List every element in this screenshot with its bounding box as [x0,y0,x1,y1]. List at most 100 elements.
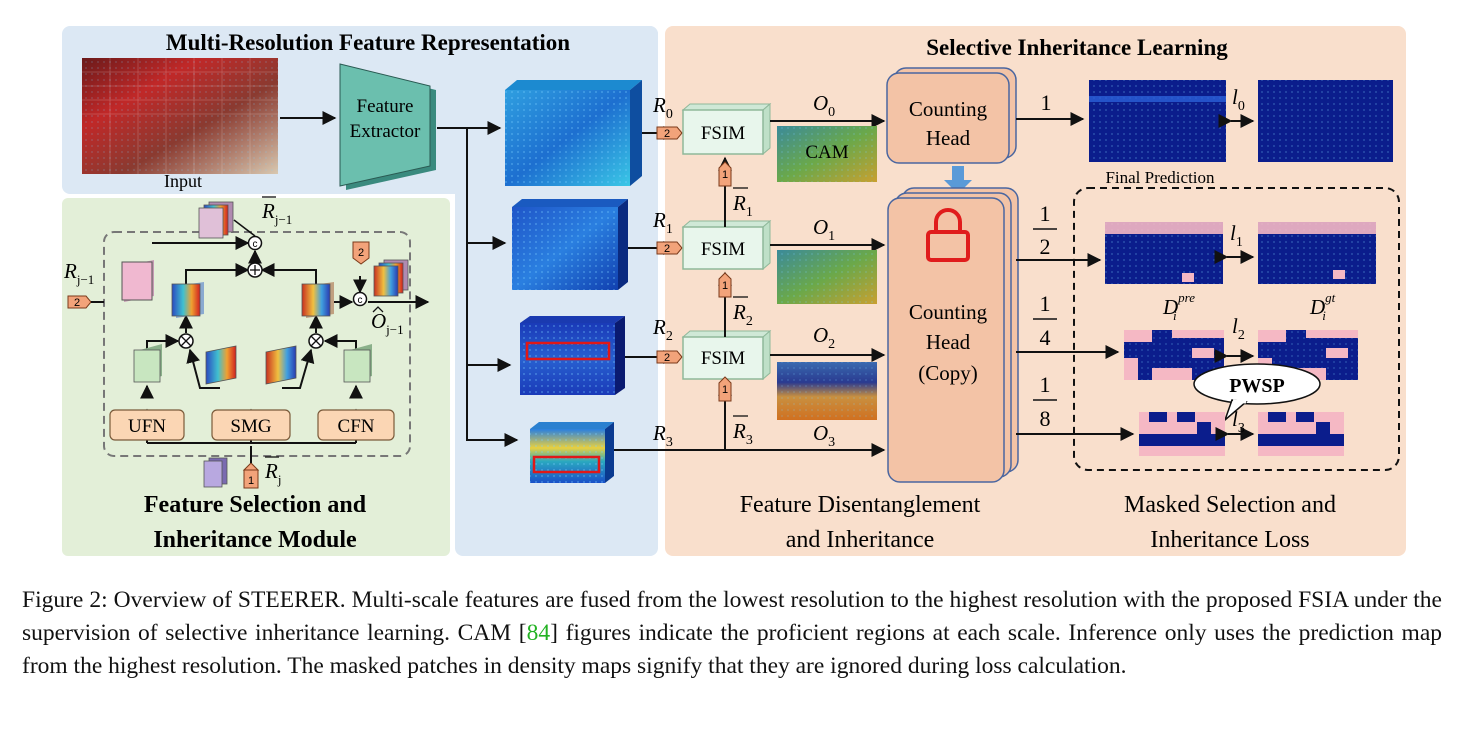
svg-text:8: 8 [1040,406,1051,431]
masked-loss-region [1073,187,1400,471]
svg-text:2: 2 [664,352,670,364]
counting-head-copy [887,187,1019,483]
r-j-label: Rj [264,456,281,487]
feature-extractor-label-line2: Extractor [350,121,421,142]
concat-node-right: c [352,291,368,307]
fsim-box-0: FSIM [681,102,772,156]
svg-text:SMG: SMG [230,416,271,437]
r2-label: R2 [652,315,673,344]
rj-tile [203,457,228,488]
rbar2-label: R2 [732,296,753,329]
badge-one-1: 1 [718,272,732,298]
o0-label: O0 [813,91,835,120]
feature-cube-r0 [505,80,642,186]
pwsp-bubble [1193,363,1321,423]
fsim-module-title-line1: Feature Selection and [144,492,367,518]
cam-image-0: CAM [777,126,877,182]
rj1-feature-tile [121,260,154,302]
feature-cube-r2 [520,316,625,395]
multiply-node-right [308,333,324,349]
badge-two-r0: 2 [656,126,683,140]
scale-1-label: 1 [1041,90,1052,115]
ufn-box: UFN [109,409,185,441]
lock-icon [926,208,970,262]
cfn-box: CFN [317,409,395,441]
fsim-box-2: FSIM [681,329,772,381]
feature-cube-r3 [530,422,614,483]
r0-label: R0 [652,93,673,122]
pred-map-3 [1139,412,1225,456]
l0-label: l0 [1232,85,1245,114]
badge-two-r1: 2 [656,241,683,255]
scale-eighth-label: 1 8 [1033,372,1057,431]
badge-one-2: 1 [718,376,732,402]
green-tile-right [343,344,372,383]
svg-text:Rj: Rj [264,459,281,487]
svg-text:2: 2 [74,297,80,309]
cam-image-1 [777,250,877,304]
extractor-output-arrows [437,121,519,447]
counting-head-copy-line3: (Copy) [918,361,978,385]
caption-citation-link[interactable]: 84 [526,620,551,646]
caption-part1: Figure 2: Overview of STEERER. Multi-sca… [22,587,1442,646]
mask-map-left [205,345,237,385]
final-prediction-label: Final Prediction [1105,168,1215,187]
scale-half-label: 1 2 [1033,201,1057,259]
r3-label: R3 [652,421,673,450]
disentangle-label-line1: Feature Disentanglement [740,492,981,518]
o-arrows [770,114,886,362]
counting-head-top [886,67,1017,164]
counting-head-top-line2: Head [926,126,971,150]
figure-caption: Figure 2: Overview of STEERER. Multi-sca… [22,584,1442,683]
svg-text:R1: R1 [732,191,753,220]
share-arrow [944,166,972,194]
rbar-j1-line [233,219,256,237]
counting-head-copy-line1: Counting [909,300,988,324]
fsim-internal-arrows [140,236,430,456]
svg-text:FSIM: FSIM [701,123,745,144]
svg-text:R3: R3 [732,419,753,448]
selected-feature-right [301,282,334,318]
fsim-module-title-line2: Inheritance Module [153,527,357,553]
cam-image-2 [777,362,877,420]
input-label: Input [164,171,202,191]
svg-text:4: 4 [1040,325,1051,350]
multires-title: Multi-Resolution Feature Representation [166,30,570,55]
badge-two-rj1: 2 [67,295,92,309]
concat-node-top: c [247,235,263,251]
r-j1-label: Rj−1 [63,259,94,287]
svg-text:1: 1 [722,384,728,396]
masked-label-line2: Inheritance Loss [1150,527,1309,553]
rbar-j1-label: Rj−1 [261,196,292,227]
svg-text:Oj−1: Oj−1 [371,309,404,337]
o1-label: O1 [813,215,835,244]
svg-text:1: 1 [1040,201,1051,226]
o2-label: O2 [813,323,835,352]
mask-map-right [265,345,297,385]
l3-label: l3 [1232,407,1245,436]
svg-text:1: 1 [722,169,728,181]
fsim-module-dashed [103,231,411,457]
add-node [247,262,263,278]
svg-text:CFN: CFN [338,416,375,437]
selective-title: Selective Inheritance Learning [926,35,1228,60]
smg-box: SMG [211,409,291,441]
svg-text:FSIM: FSIM [701,239,745,260]
counting-head-top-line1: Counting [909,97,988,121]
svg-text:2: 2 [358,247,364,259]
svg-text:1: 1 [248,475,254,487]
svg-text:2: 2 [664,128,670,140]
svg-text:2: 2 [1040,234,1051,259]
disentangle-label-line2: and Inheritance [786,527,935,553]
green-tile-left [133,344,162,383]
gt-map-0 [1258,80,1393,162]
badge-two-r2: 2 [656,350,683,364]
scale-quarter-label: 1 4 [1033,291,1057,350]
svg-text:2: 2 [664,243,670,255]
svg-text:CAM: CAM [805,142,848,163]
masked-label-line1: Masked Selection and [1124,492,1336,518]
svg-text:1: 1 [722,280,728,292]
